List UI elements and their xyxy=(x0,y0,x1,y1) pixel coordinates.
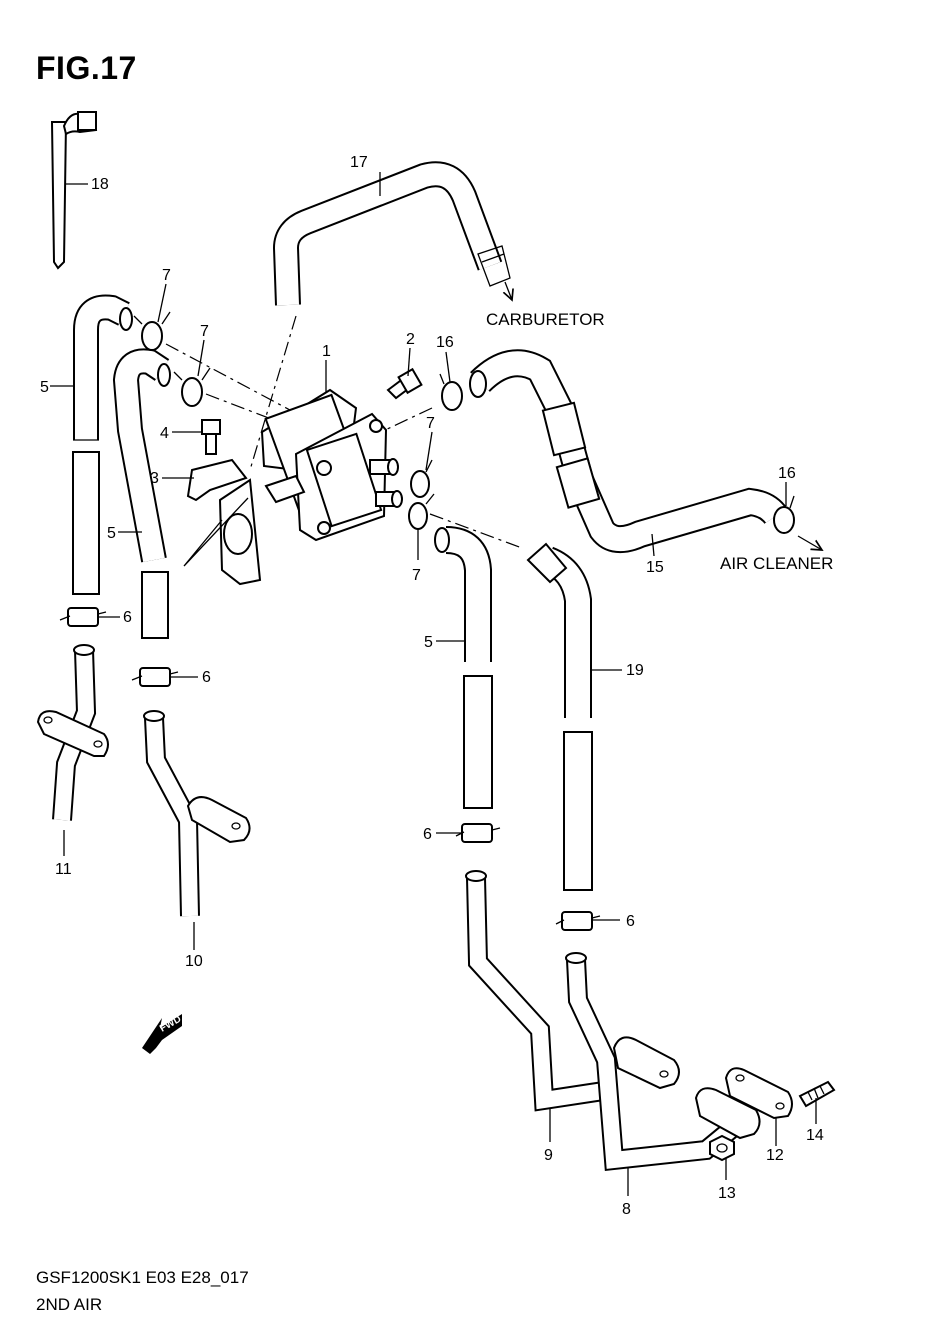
part-12-gasket xyxy=(724,1067,793,1120)
callout-7-d: 7 xyxy=(412,567,421,584)
callout-5-b: 5 xyxy=(107,525,116,542)
part-6-clamps xyxy=(59,607,601,931)
carburetor-label: CARBURETOR xyxy=(486,310,605,329)
callout-13: 13 xyxy=(718,1185,736,1202)
callout-14: 14 xyxy=(806,1127,824,1144)
air-cleaner-label: AIR CLEANER xyxy=(720,554,833,573)
part-3-bracket xyxy=(183,458,262,586)
part-2-bolt xyxy=(386,367,423,400)
callout-9: 9 xyxy=(544,1147,553,1164)
part-5-hose-middle xyxy=(112,348,171,639)
diagram-name: 2ND AIR xyxy=(36,1295,103,1314)
part-18-probe xyxy=(50,111,98,270)
callout-11: 11 xyxy=(55,861,72,878)
part-14-stud xyxy=(798,1080,836,1108)
part-16-clamp-right xyxy=(773,495,822,550)
callout-15: 15 xyxy=(646,559,664,576)
callout-7-b: 7 xyxy=(200,323,209,340)
part-11-pipe xyxy=(36,644,109,821)
callout-5-c: 5 xyxy=(424,634,433,651)
callout-7-a: 7 xyxy=(162,267,171,284)
part-5-hose-left xyxy=(72,294,133,595)
callout-16-b: 16 xyxy=(778,465,796,482)
part-5-hose-right xyxy=(434,526,493,809)
figure-title: FIG.17 xyxy=(36,50,137,86)
part-7-clips-left xyxy=(133,311,211,407)
callout-5-a: 5 xyxy=(40,379,49,396)
part-19-hose xyxy=(526,542,593,891)
callout-6-b: 6 xyxy=(202,669,211,686)
part-7-clips-right xyxy=(408,459,435,530)
callout-7-c: 7 xyxy=(426,415,435,432)
callout-12: 12 xyxy=(766,1147,784,1164)
callout-6-a: 6 xyxy=(123,609,132,626)
callout-6-c: 6 xyxy=(423,826,432,843)
callout-10: 10 xyxy=(185,953,203,970)
part-10-pipe xyxy=(143,710,251,917)
callout-18: 18 xyxy=(91,176,109,193)
callout-6-d: 6 xyxy=(626,913,635,930)
callout-8: 8 xyxy=(622,1201,631,1218)
part-15-hose xyxy=(469,349,788,554)
part-1-valve xyxy=(260,388,403,542)
callout-19: 19 xyxy=(626,662,644,679)
part-4-bolt xyxy=(201,419,221,455)
diagram-code: GSF1200SK1 E03 E28_017 xyxy=(36,1268,249,1287)
callout-16-a: 16 xyxy=(436,334,454,351)
callout-3: 3 xyxy=(150,470,159,487)
leader-lines xyxy=(50,172,817,1196)
fwd-arrow-icon: FWD xyxy=(142,1014,183,1054)
part-17-hose xyxy=(272,161,512,306)
part-13-nut xyxy=(709,1134,735,1162)
callout-2: 2 xyxy=(406,331,415,348)
part-9-pipe xyxy=(465,870,680,1112)
callout-1: 1 xyxy=(322,343,331,360)
callout-17: 17 xyxy=(350,154,368,171)
callout-4: 4 xyxy=(160,425,169,442)
part-16-clamp-upper xyxy=(439,373,463,411)
